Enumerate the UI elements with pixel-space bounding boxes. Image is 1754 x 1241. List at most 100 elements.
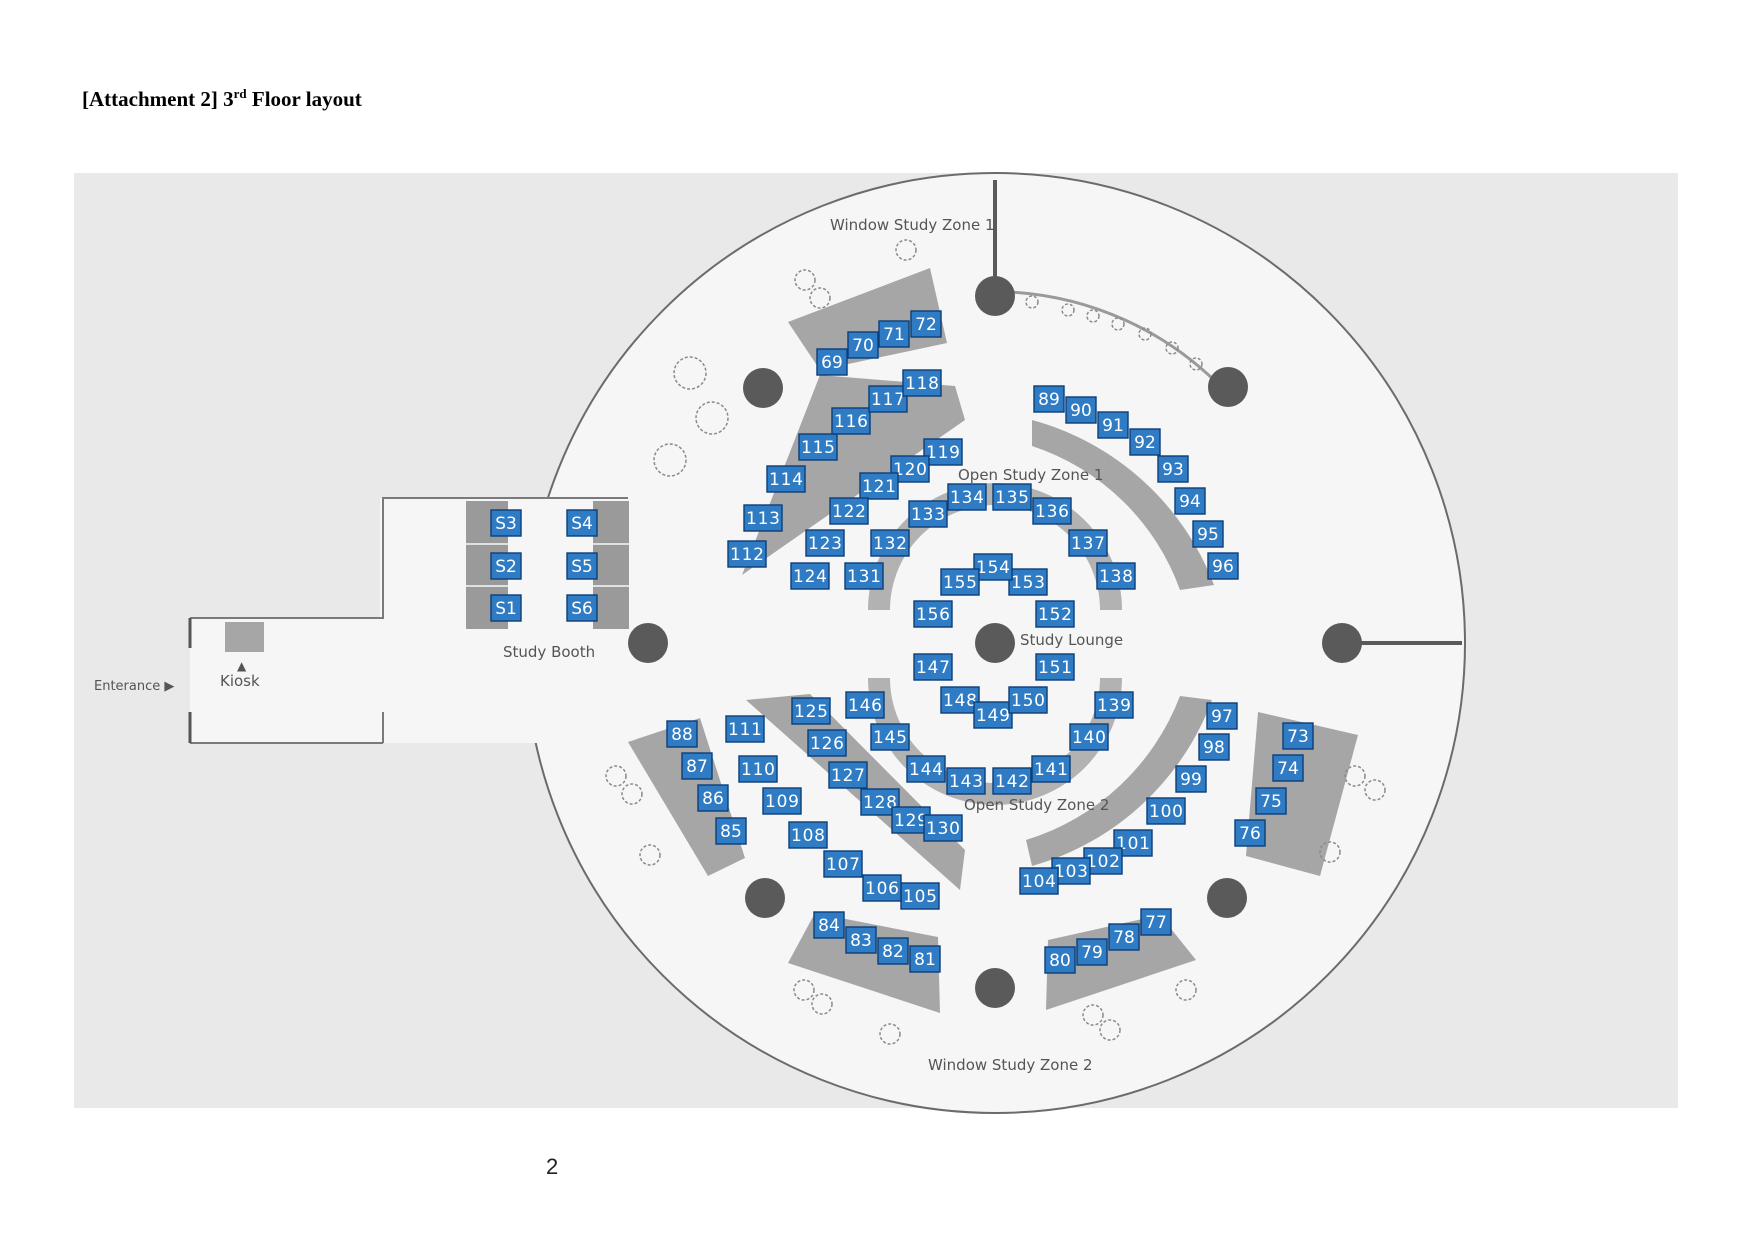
seat-81[interactable]: 81: [909, 945, 941, 973]
seat-box[interactable]: [725, 715, 765, 743]
seat-box[interactable]: [900, 882, 940, 910]
seat-132[interactable]: 132: [870, 529, 910, 557]
seat-84[interactable]: 84: [813, 911, 845, 939]
seat-89[interactable]: 89: [1033, 385, 1065, 413]
seat-box[interactable]: [1035, 653, 1075, 681]
seat-box[interactable]: [1035, 600, 1075, 628]
seat-box[interactable]: [870, 723, 910, 751]
seat-box[interactable]: [913, 600, 953, 628]
seat-box[interactable]: [490, 509, 522, 537]
seat-box[interactable]: [791, 697, 831, 725]
seat-box[interactable]: [913, 653, 953, 681]
seat-105[interactable]: 105: [900, 882, 940, 910]
seat-box[interactable]: [845, 926, 877, 954]
seat-box[interactable]: [1068, 529, 1108, 557]
seat-box[interactable]: [828, 761, 868, 789]
seat-box[interactable]: [798, 433, 838, 461]
seat-93[interactable]: 93: [1157, 455, 1189, 483]
seat-box[interactable]: [1096, 562, 1136, 590]
seat-box[interactable]: [807, 729, 847, 757]
seat-box[interactable]: [1069, 723, 1109, 751]
seat-141[interactable]: 141: [1031, 755, 1071, 783]
seat-box[interactable]: [910, 310, 942, 338]
seat-147[interactable]: 147: [913, 653, 953, 681]
seat-135[interactable]: 135: [992, 483, 1032, 511]
seat-box[interactable]: [973, 701, 1013, 729]
seat-box[interactable]: [490, 594, 522, 622]
seat-box[interactable]: [738, 755, 778, 783]
seat-box[interactable]: [946, 767, 986, 795]
seat-box[interactable]: [1192, 520, 1224, 548]
seat-123[interactable]: 123: [805, 529, 845, 557]
seat-98[interactable]: 98: [1198, 733, 1230, 761]
seat-80[interactable]: 80: [1044, 946, 1076, 974]
seat-82[interactable]: 82: [877, 937, 909, 965]
seat-142[interactable]: 142: [992, 767, 1032, 795]
seat-box[interactable]: [1065, 396, 1097, 424]
seat-111[interactable]: 111: [725, 715, 765, 743]
seat-box[interactable]: [902, 369, 942, 397]
seat-box[interactable]: [1031, 755, 1071, 783]
seat-box[interactable]: [862, 874, 902, 902]
seat-129[interactable]: 129: [891, 806, 931, 834]
seat-115[interactable]: 115: [798, 433, 838, 461]
seat-box[interactable]: [859, 472, 899, 500]
seat-box[interactable]: [681, 752, 713, 780]
seat-78[interactable]: 78: [1108, 923, 1140, 951]
seat-145[interactable]: 145: [870, 723, 910, 751]
seat-box[interactable]: [490, 552, 522, 580]
seat-136[interactable]: 136: [1032, 497, 1072, 525]
seat-box[interactable]: [906, 755, 946, 783]
seat-85[interactable]: 85: [715, 817, 747, 845]
seat-s3[interactable]: S3: [490, 509, 522, 537]
seat-box[interactable]: [566, 594, 598, 622]
seat-150[interactable]: 150: [1008, 686, 1048, 714]
seat-box[interactable]: [805, 529, 845, 557]
seat-69[interactable]: 69: [816, 348, 848, 376]
seat-156[interactable]: 156: [913, 600, 953, 628]
seat-140[interactable]: 140: [1069, 723, 1109, 751]
seat-97[interactable]: 97: [1206, 702, 1238, 730]
seat-133[interactable]: 133: [908, 500, 948, 528]
seat-100[interactable]: 100: [1146, 797, 1186, 825]
seat-box[interactable]: [1129, 428, 1161, 456]
seat-149[interactable]: 149: [973, 701, 1013, 729]
seat-box[interactable]: [790, 562, 830, 590]
seat-139[interactable]: 139: [1094, 691, 1134, 719]
seat-146[interactable]: 146: [845, 691, 885, 719]
seat-box[interactable]: [1272, 754, 1304, 782]
seat-122[interactable]: 122: [829, 497, 869, 525]
seat-117[interactable]: 117: [868, 385, 908, 413]
seat-108[interactable]: 108: [788, 821, 828, 849]
seat-box[interactable]: [844, 562, 884, 590]
seat-94[interactable]: 94: [1174, 487, 1206, 515]
seat-box[interactable]: [666, 720, 698, 748]
seat-box[interactable]: [973, 553, 1013, 581]
seat-75[interactable]: 75: [1255, 787, 1287, 815]
seat-box[interactable]: [940, 686, 980, 714]
seat-77[interactable]: 77: [1140, 908, 1172, 936]
seat-box[interactable]: [823, 850, 863, 878]
seat-box[interactable]: [1097, 411, 1129, 439]
seat-box[interactable]: [1234, 819, 1266, 847]
seat-box[interactable]: [831, 407, 871, 435]
seat-box[interactable]: [923, 814, 963, 842]
seat-73[interactable]: 73: [1282, 722, 1314, 750]
seat-box[interactable]: [1174, 487, 1206, 515]
seat-112[interactable]: 112: [727, 540, 767, 568]
seat-box[interactable]: [727, 540, 767, 568]
seat-box[interactable]: [566, 509, 598, 537]
seat-155[interactable]: 155: [940, 568, 980, 596]
seat-box[interactable]: [992, 767, 1032, 795]
seat-120[interactable]: 120: [890, 455, 930, 483]
seat-box[interactable]: [715, 817, 747, 845]
seat-box[interactable]: [1008, 686, 1048, 714]
seat-box[interactable]: [1008, 568, 1048, 596]
seat-box[interactable]: [1255, 787, 1287, 815]
seat-box[interactable]: [813, 911, 845, 939]
seat-s1[interactable]: S1: [490, 594, 522, 622]
seat-131[interactable]: 131: [844, 562, 884, 590]
seat-116[interactable]: 116: [831, 407, 871, 435]
seat-box[interactable]: [816, 348, 848, 376]
seat-86[interactable]: 86: [697, 784, 729, 812]
